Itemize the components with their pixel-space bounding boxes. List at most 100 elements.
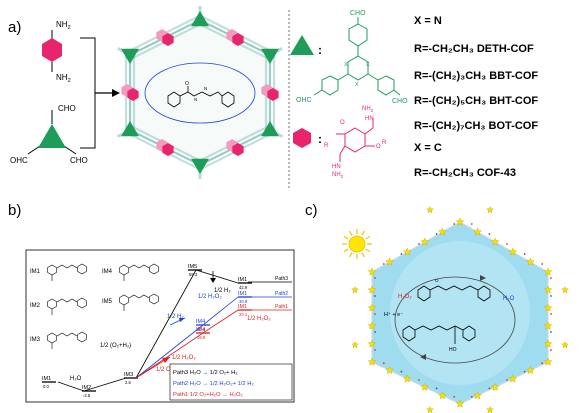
legend-line: R=-(CH₂)₅CH₃ BHT-COF xyxy=(414,95,538,107)
svg-text:OHC: OHC xyxy=(296,97,312,104)
pathway-legend-item: Path2 H₂O → 1/2 H₂O₂+ 1/2 H₂ xyxy=(173,381,254,387)
pore-node-star xyxy=(367,357,377,366)
trialdehyde-triangle xyxy=(38,124,66,148)
pore-node-star xyxy=(508,247,518,256)
intermediate-structure: IM4 xyxy=(102,263,159,281)
triangle-legend-icon xyxy=(290,35,314,55)
hydrazone-molecule-bottom: HO xyxy=(402,325,476,353)
svg-text::: : xyxy=(318,132,322,146)
diamine-monomer: NH2 NH2 xyxy=(42,20,71,84)
svg-text:HO: HO xyxy=(449,347,457,353)
pathway-legend-item: Path3 H₂O → 1/2 O₂+ H₂ xyxy=(173,370,238,376)
legend-line: X = N xyxy=(414,15,442,27)
pathway-annotations: H₂O 1/2 (O₂+H₂) 1/2 O₂ 1/2 H₂O₂ 1/2 H₂ 1… xyxy=(70,276,288,382)
pore-node-star xyxy=(543,267,553,276)
pore-node-star xyxy=(473,391,482,400)
pore-node-star xyxy=(526,365,535,375)
pore-node-star xyxy=(438,391,447,400)
hexagon-legend-icon xyxy=(293,128,311,148)
framework-hexagon-node xyxy=(127,88,139,101)
svg-text:O: O xyxy=(435,278,439,283)
svg-text:1/2 H₂O₂: 1/2 H₂O₂ xyxy=(247,316,271,322)
svg-text:H₂O₂: H₂O₂ xyxy=(398,294,412,300)
svg-text:IM1: IM1 xyxy=(238,291,247,297)
sun-icon xyxy=(342,229,372,259)
pathway-legend-item: Path1 1/2 O₂+H₂O → H₂O₂ xyxy=(173,392,243,398)
path-common xyxy=(57,377,127,392)
svg-text:1/2 H₂O₂: 1/2 H₂O₂ xyxy=(172,355,196,361)
pore-node-star xyxy=(402,374,412,383)
svg-text:IM4: IM4 xyxy=(196,327,205,333)
svg-text:NH2: NH2 xyxy=(56,20,71,31)
svg-text:1/2 O₂: 1/2 O₂ xyxy=(156,367,174,373)
reaction-arrow xyxy=(80,37,120,149)
pore-node-star xyxy=(385,257,394,266)
svg-text:O: O xyxy=(340,120,345,126)
legend-line: R=-(CH₂)₃CH₃ BBT-COF xyxy=(414,70,538,82)
svg-text:CHO: CHO xyxy=(350,10,366,17)
svg-text:NH2: NH2 xyxy=(56,73,71,84)
intermediate-structure: IM2 xyxy=(30,297,87,315)
pore-node-star xyxy=(351,285,359,294)
pore-node-star xyxy=(543,357,553,366)
svg-text:R: R xyxy=(382,140,387,146)
legend-line: R=-CH₂CH₃ COF-43 xyxy=(414,167,516,179)
trialdehyde-monomer: CHO OHC CHO xyxy=(10,104,88,165)
hydrazone-linkage: O N N xyxy=(167,81,235,108)
pore-node-star xyxy=(490,382,500,391)
pore-node-star xyxy=(367,321,377,330)
energy-level: IM1 42.9 xyxy=(238,277,252,290)
svg-text:NH2: NH2 xyxy=(362,106,374,113)
framework-triangle-node xyxy=(191,11,209,27)
pore-node-star xyxy=(367,285,377,294)
svg-text:Path1: Path1 xyxy=(275,304,288,310)
pore-node-star xyxy=(367,267,377,276)
pore-node-star xyxy=(420,382,430,391)
svg-text:IM1: IM1 xyxy=(42,376,51,382)
svg-text:X: X xyxy=(344,62,348,68)
svg-text:IM1: IM1 xyxy=(238,277,247,283)
framework-hexagon-node xyxy=(162,33,174,46)
pore-node-star xyxy=(426,405,434,413)
framework-hexagon-outline xyxy=(129,19,271,166)
svg-text:OHC: OHC xyxy=(10,156,28,165)
framework-triangle-node xyxy=(191,158,209,174)
framework-hexagon-node xyxy=(232,33,244,46)
panel-c: c) O HO H₂O₂ H₂O H⁺ + e⁻ xyxy=(305,202,569,413)
svg-text:Path3: Path3 xyxy=(275,276,288,282)
hexagon-monomer: : NH2 HN O O R R HN NH2 xyxy=(293,106,387,179)
pore-node-star xyxy=(367,303,377,312)
pore-node-star xyxy=(385,365,394,375)
path3-line xyxy=(135,269,239,379)
svg-text:NH2: NH2 xyxy=(332,172,344,179)
framework-triangle-node xyxy=(261,121,279,137)
svg-text:20.1: 20.1 xyxy=(239,312,248,317)
cof-legend: X = N R=-CH₂CH₃ DETH-COF R=-(CH₂)₃CH₃ BBT-… xyxy=(414,15,538,179)
pore-node-star xyxy=(486,405,494,413)
intermediate-structure: IM1 xyxy=(30,263,87,281)
pore-ellipse xyxy=(144,62,256,124)
pathways xyxy=(57,269,292,392)
panel-c-label: c) xyxy=(305,202,318,219)
legend-line: R=-CH₂CH₃ DETH-COF xyxy=(414,43,534,55)
svg-text:IM5: IM5 xyxy=(102,299,113,305)
pore-node-star xyxy=(543,339,553,348)
panel-a-label: a) xyxy=(8,19,21,36)
legend-line: X = C xyxy=(414,142,442,154)
svg-text:1/2 H₂: 1/2 H₂ xyxy=(214,288,231,294)
framework-nodes-c xyxy=(351,205,569,413)
svg-text:20.0: 20.0 xyxy=(197,327,206,332)
svg-text:1/2 (O₂+H₂): 1/2 (O₂+H₂) xyxy=(100,343,131,349)
pore-node-star xyxy=(486,205,494,214)
path2-line xyxy=(135,296,239,379)
intermediate-structure: IM3 xyxy=(30,331,87,349)
framework-triangle-node xyxy=(121,48,139,64)
svg-text:42.9: 42.9 xyxy=(239,285,248,290)
svg-text:N: N xyxy=(194,97,197,102)
pore-node-star xyxy=(526,257,535,266)
svg-text:CHO: CHO xyxy=(58,104,76,113)
